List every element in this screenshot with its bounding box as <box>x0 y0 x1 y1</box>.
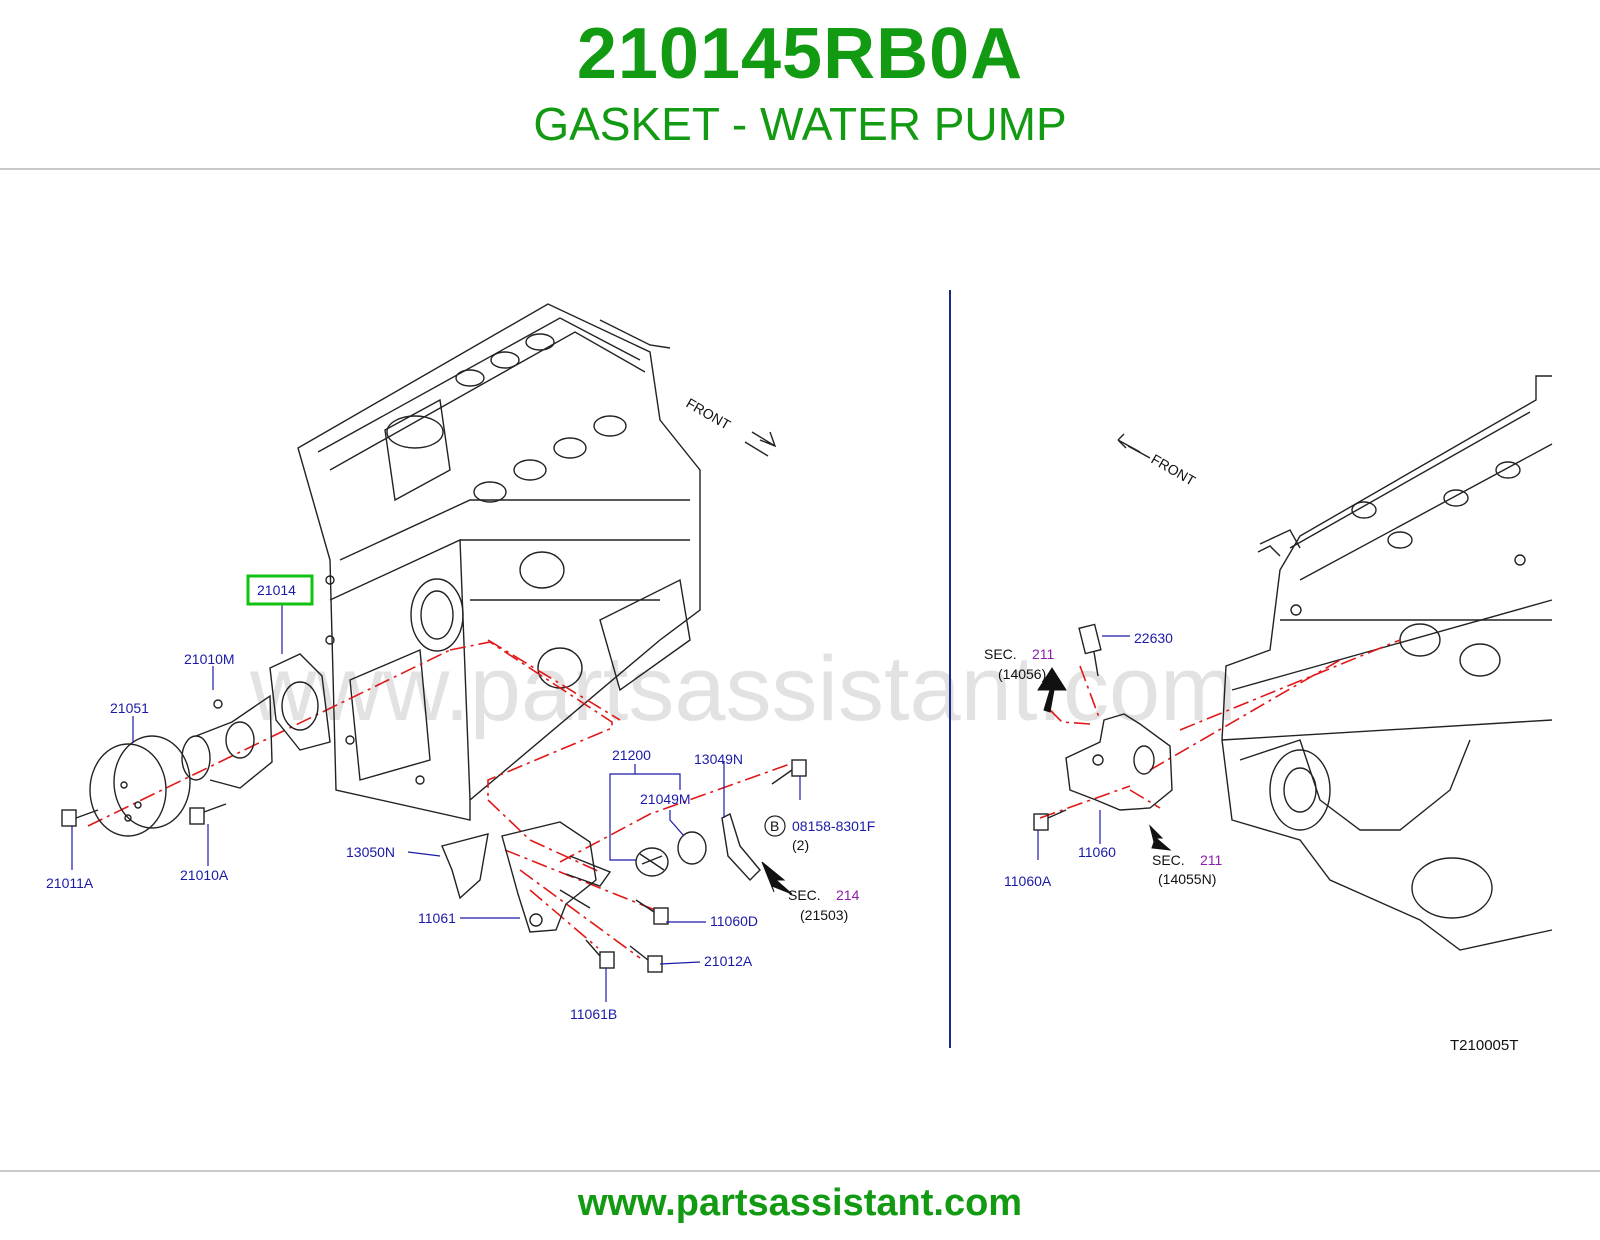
figure-code: T210005T <box>1450 1037 1518 1054</box>
label-11061B[interactable]: 11061B <box>570 1006 617 1022</box>
left-leaders <box>71 604 801 1002</box>
label-13049N[interactable]: 13049N <box>694 751 743 767</box>
front-label-right: FRONT <box>1149 451 1199 489</box>
bolt-21010A <box>189 803 227 825</box>
sec211a-number[interactable]: 211 <box>1032 646 1055 662</box>
thermostat-housing-11060 <box>1065 713 1173 811</box>
label-21051[interactable]: 21051 <box>110 700 149 716</box>
engine-block-right <box>1221 375 1553 951</box>
inlet-13049N <box>721 813 761 882</box>
sec214-arrow-icon <box>761 861 793 895</box>
header-divider <box>0 168 1600 170</box>
label-08158-qty: (2) <box>792 837 809 853</box>
sec211b-arrow-icon <box>1149 824 1172 851</box>
sec211a-arrow-icon <box>1037 667 1067 713</box>
label-21049M[interactable]: 21049M <box>640 791 691 807</box>
bolt-08158 <box>771 759 807 785</box>
water-pump-gasket <box>269 653 331 751</box>
bolt-11060D <box>635 899 669 925</box>
bolt-21011A <box>61 809 99 827</box>
label-11060[interactable]: 11060 <box>1078 844 1116 860</box>
label-08158-8301F[interactable]: 08158-8301F <box>792 818 875 834</box>
gasket-13050N <box>441 833 489 900</box>
watermark: www.partsassistant.com <box>249 638 1237 740</box>
label-13050N[interactable]: 13050N <box>346 844 395 860</box>
right-leaders <box>1037 635 1130 860</box>
sec211a-ref: (14056) <box>998 666 1046 682</box>
label-22630[interactable]: 22630 <box>1134 630 1173 646</box>
bolt-21012A <box>629 945 663 973</box>
sec211a-prefix: SEC. <box>984 646 1017 662</box>
thermostat-21200 <box>635 847 669 877</box>
label-21010M[interactable]: 21010M <box>184 651 235 667</box>
label-11061[interactable]: 11061 <box>418 910 456 926</box>
circle-b-icon <box>764 815 786 837</box>
sec214-ref: (21503) <box>800 907 848 923</box>
assembly-lines-right <box>1039 639 1401 819</box>
thermostat-housing-11061 <box>501 821 612 933</box>
sensor-22630 <box>1078 623 1102 677</box>
label-21011A[interactable]: 21011A <box>46 875 94 891</box>
sec211b-prefix: SEC. <box>1152 852 1185 868</box>
sec211b-number[interactable]: 211 <box>1200 852 1223 868</box>
front-arrow-right-icon <box>1117 433 1151 459</box>
footer-divider <box>0 1170 1600 1172</box>
circle-b-label: B <box>770 818 779 834</box>
part-number-title: 210145RB0A <box>576 14 1024 94</box>
water-pump <box>181 694 273 789</box>
label-21012A[interactable]: 21012A <box>704 953 753 969</box>
part-description: GASKET - WATER PUMP <box>533 98 1067 150</box>
highlight-box <box>246 574 314 606</box>
label-11060D[interactable]: 11060D <box>710 913 758 929</box>
header: 210145RB0A GASKET - WATER PUMP <box>0 0 1600 168</box>
label-21010A[interactable]: 21010A <box>180 867 229 883</box>
sec211b-ref: (14055N) <box>1158 871 1216 887</box>
bolt-11060A <box>1033 809 1067 831</box>
bolt-11061B <box>585 939 615 969</box>
front-arrow-left-icon <box>744 431 777 457</box>
engine-block-left <box>297 303 701 821</box>
seal-21049M <box>677 831 707 865</box>
label-21200[interactable]: 21200 <box>612 747 651 763</box>
sec214-prefix: SEC. <box>788 887 821 903</box>
footer-url[interactable]: www.partsassistant.com <box>577 1182 1023 1224</box>
front-label-left: FRONT <box>684 395 734 433</box>
label-21014[interactable]: 21014 <box>257 582 296 598</box>
sec214-number[interactable]: 214 <box>836 887 860 903</box>
label-11060A[interactable]: 11060A <box>1004 873 1052 889</box>
crankshaft-pulley <box>89 735 191 837</box>
